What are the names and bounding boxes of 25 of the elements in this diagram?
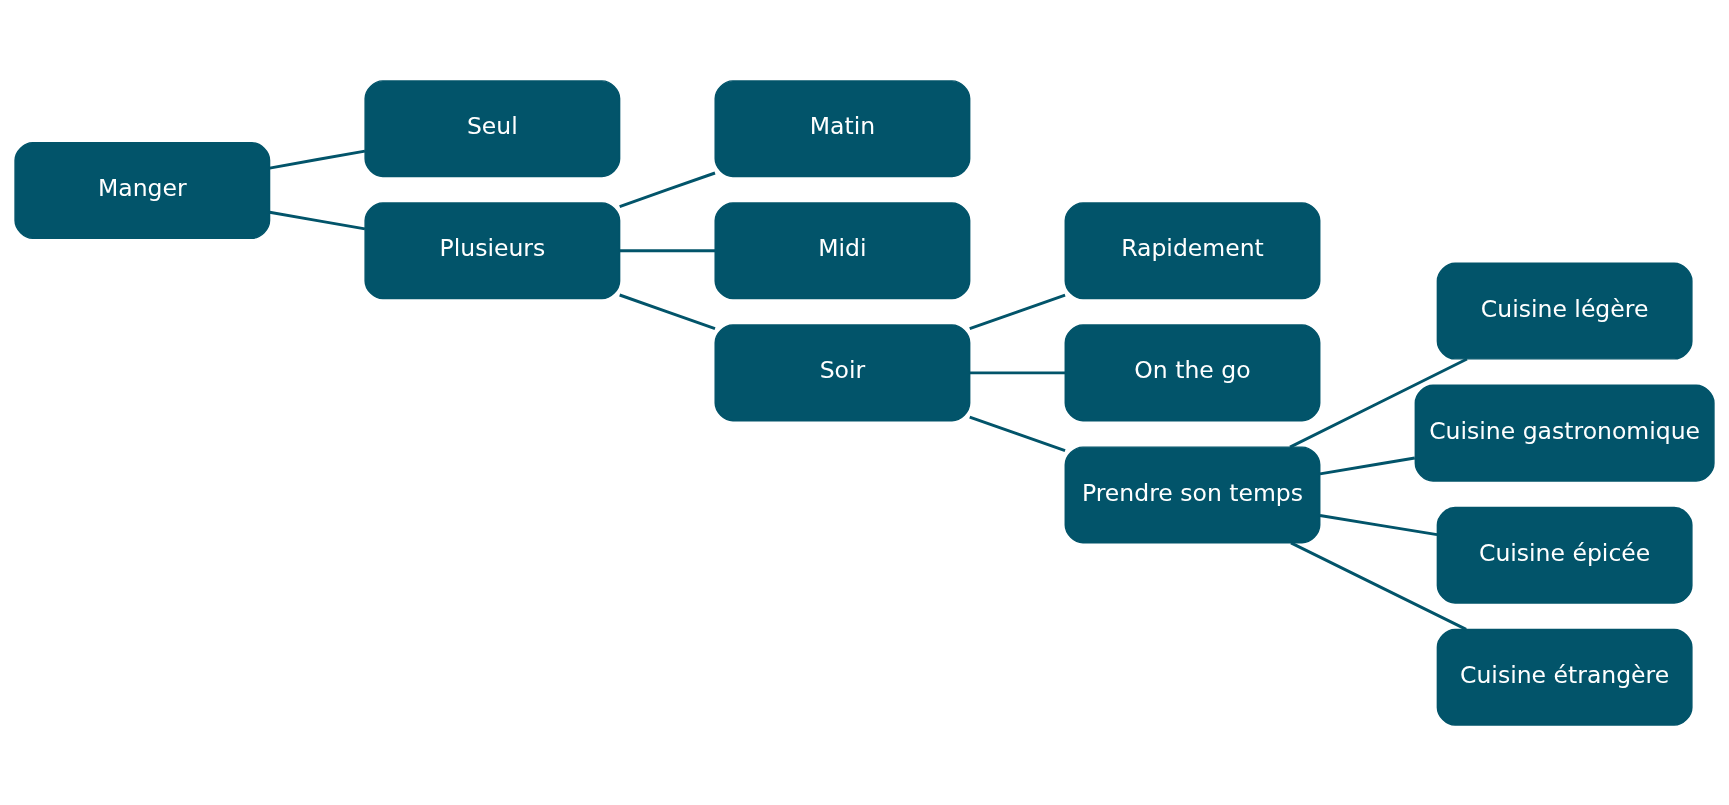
connector — [1289, 357, 1468, 448]
connector — [969, 293, 1066, 330]
node-box: Cuisine épicée — [1436, 506, 1693, 604]
node-box: Rapidement — [1064, 201, 1321, 299]
connector — [969, 415, 1066, 452]
node-box: Cuisine gastronomique — [1414, 384, 1715, 482]
connector — [269, 210, 366, 230]
node-box: Cuisine légère — [1436, 262, 1693, 360]
connector — [619, 293, 716, 330]
connector — [969, 370, 1066, 374]
connector — [619, 248, 715, 252]
node-box: Soir — [714, 323, 971, 421]
connector — [1290, 541, 1467, 631]
connector — [1319, 456, 1416, 475]
node-box: Seul — [364, 79, 621, 177]
connector — [1319, 513, 1438, 536]
connector — [619, 171, 716, 208]
node-box: Midi — [714, 201, 971, 299]
node-box: Manger — [14, 141, 271, 239]
node-box: Prendre son temps — [1064, 445, 1321, 543]
node-box: On the go — [1064, 323, 1321, 421]
node-box: Matin — [714, 79, 971, 177]
node-box: Cuisine étrangère — [1436, 628, 1693, 726]
node-box: Plusieurs — [364, 201, 621, 299]
connector — [269, 149, 366, 170]
